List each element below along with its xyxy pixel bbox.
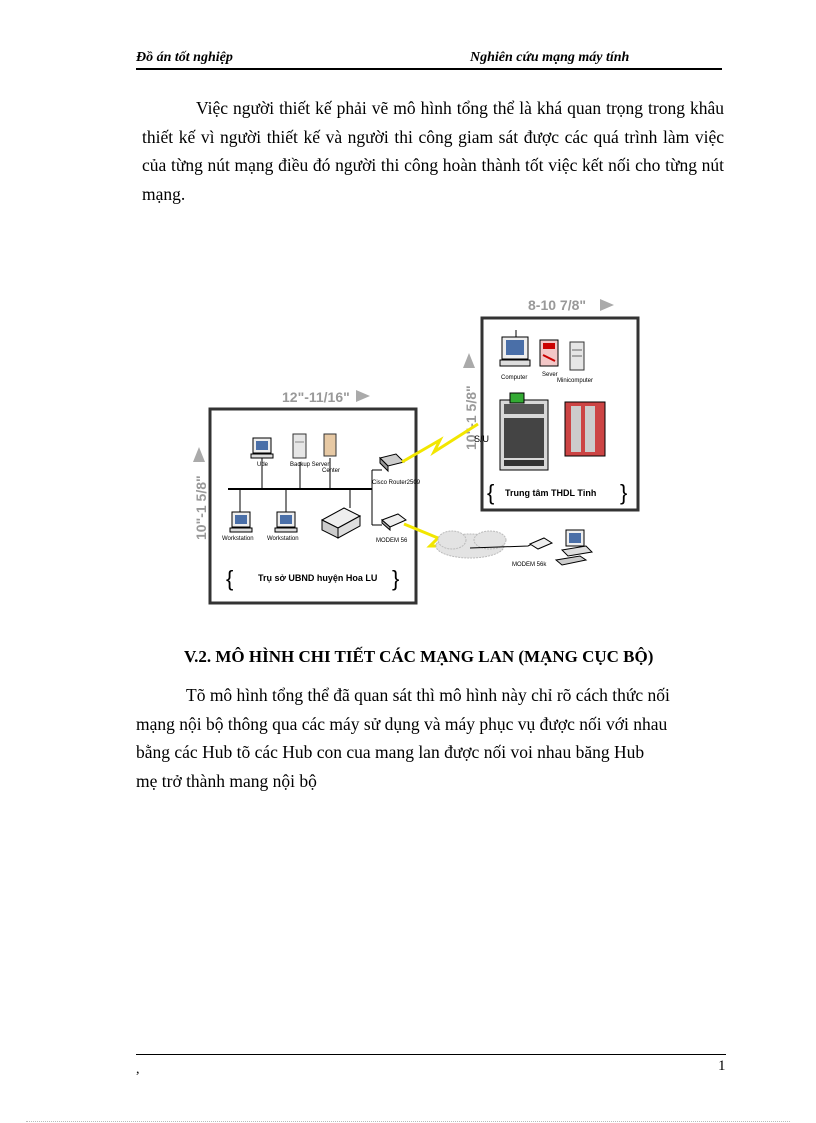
- right-arrow-icon: [600, 299, 614, 311]
- intro-text: Việc người thiết kế phải vẽ mô hình tổng…: [142, 98, 724, 204]
- mainframe-icon: [564, 401, 606, 457]
- right-brace-left: {: [487, 480, 494, 505]
- paragraph-line-1: Tõ mô hình tổng thể đã quan sát thì mô h…: [186, 685, 670, 705]
- up-arrow-icon: [463, 353, 475, 368]
- right-brace-right: }: [620, 480, 627, 505]
- center-server-icon: [323, 433, 337, 457]
- wan-link-lightning: [401, 422, 479, 464]
- paragraph-line: Tõ mô hình tổng thể đã quan sát thì mô h…: [136, 681, 726, 710]
- ude-computer-icon: [250, 437, 274, 459]
- workstation-label-2: Workstation: [267, 536, 299, 542]
- server-icon: [539, 339, 559, 367]
- left-box-height-label: 10"-1 5/8": [193, 475, 209, 540]
- left-arrow-icon: [356, 390, 370, 402]
- printer-icon: [320, 507, 362, 539]
- page-number: 1: [718, 1058, 726, 1074]
- left-brace-left: {: [226, 566, 233, 591]
- paragraph-line-2: mạng nội bộ thông qua các máy sử dụng và…: [136, 713, 668, 734]
- left-box-title: Trụ sở UBND huyện Hoa LU: [258, 573, 377, 583]
- section-heading: V.2. MÔ HÌNH CHI TIẾT CÁC MẠNG LAN (MẠNG…: [184, 647, 654, 666]
- page-edge: [26, 1121, 790, 1122]
- modem-label: MODEM 56: [376, 538, 408, 544]
- cisco-router-label: Cisco Router2509: [372, 480, 421, 486]
- intro-paragraph: Việc người thiết kế phải vẽ mô hình tổng…: [142, 94, 724, 208]
- modem-icon: [381, 513, 407, 532]
- computer-label: Computer: [501, 375, 527, 381]
- ude-label: Ude: [257, 462, 269, 468]
- footer-mark: ,: [136, 1062, 140, 1077]
- center-label: Center: [322, 468, 340, 474]
- left-box-frame: [208, 407, 418, 605]
- link-label: S/U: [474, 434, 489, 444]
- header-rule: [136, 68, 722, 70]
- minicomputer-icon: [569, 341, 585, 371]
- section-paragraph: Tõ mô hình tổng thể đã quan sát thì mô h…: [136, 681, 726, 795]
- footer-rule: [136, 1054, 726, 1055]
- backup-server-label: Backup Server: [290, 462, 329, 468]
- minicomputer-label: Minicomputer: [557, 378, 593, 384]
- right-box-title: Trung tâm THDL Tỉnh: [505, 488, 596, 498]
- paragraph-line-4: mẹ trở thành mang nội bộ: [136, 770, 317, 791]
- computer-icon: [499, 330, 531, 367]
- header-right-title: Nghiên cứu mạng máy tính: [470, 50, 630, 65]
- remote-computer-icon: [554, 529, 594, 566]
- paragraph-line-3: bằng các Hub tõ các Hub con cua mang lan…: [136, 742, 645, 762]
- left-brace-right: }: [392, 566, 399, 591]
- up-arrow-icon-left: [193, 447, 205, 462]
- workstation-label-1: Workstation: [222, 536, 254, 542]
- header-left-title: Đồ án tốt nghiệp: [136, 50, 233, 65]
- remote-modem-label: MODEM 56k: [512, 562, 547, 568]
- workstation-icon-2: [274, 511, 298, 533]
- right-box-height-label: 10"-1 5/8": [463, 385, 479, 450]
- router-rack-icon: [499, 392, 549, 471]
- cisco-router-icon: [379, 453, 405, 473]
- remote-modem-icon: [528, 537, 554, 550]
- right-box-frame: [480, 316, 640, 512]
- right-box-width-label: 8-10 7/8": [528, 297, 586, 313]
- backup-server-icon: [292, 433, 307, 459]
- workstation-icon: [229, 511, 253, 533]
- server-label: Sever: [542, 372, 558, 378]
- cloud-icon: [435, 530, 507, 559]
- left-box-width-label: 12"-11/16": [282, 389, 350, 405]
